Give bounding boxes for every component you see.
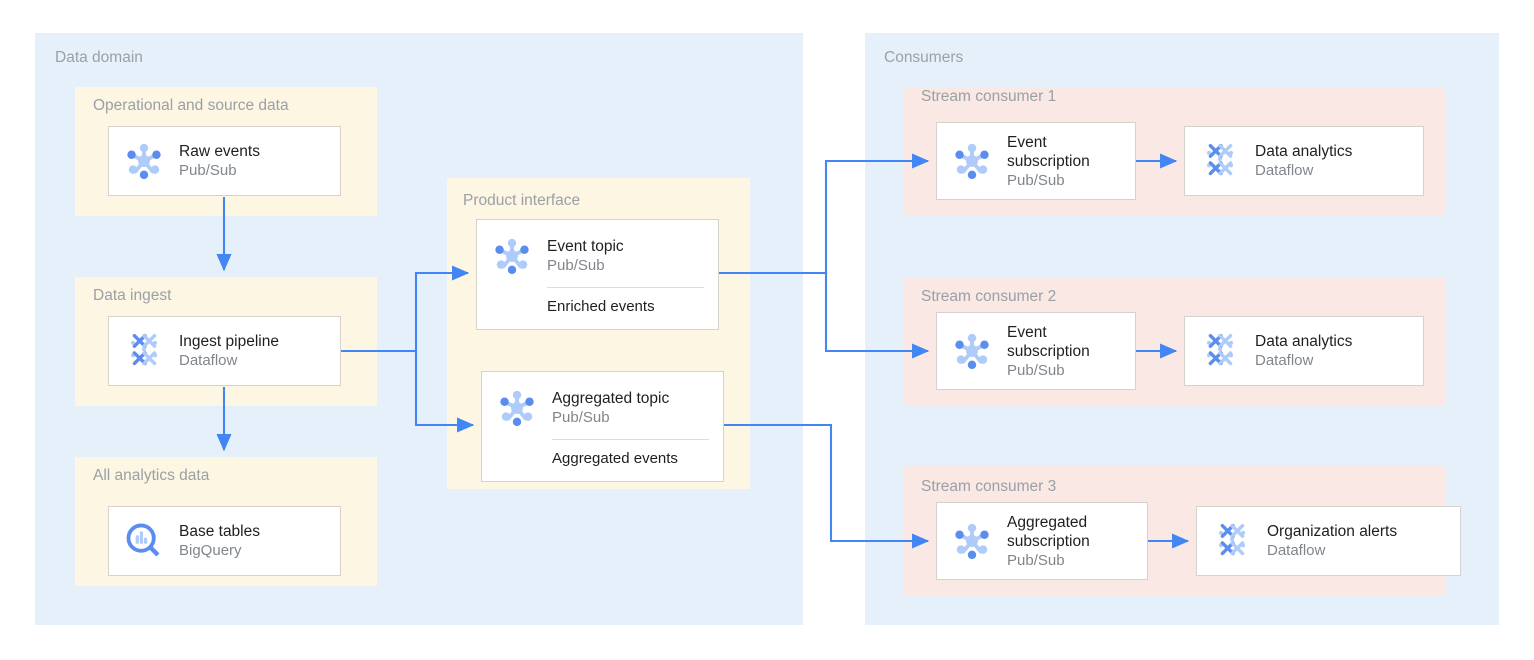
card-title: Raw events <box>179 143 260 160</box>
card-raw-events[interactable]: Raw events Pub/Sub <box>108 126 341 196</box>
card-aggregated-topic-main: Aggregated topic Pub/Sub <box>482 385 723 431</box>
card-divider <box>552 439 709 440</box>
card-aggregated-subscription-main: Aggregated subscription Pub/Sub <box>937 513 1147 570</box>
card-data-analytics-2[interactable]: Data analytics Dataflow <box>1184 316 1424 386</box>
card-event-topic[interactable]: Event topic Pub/Sub Enriched events <box>476 219 719 330</box>
card-title: Event topic <box>547 238 624 255</box>
card-event-subscription-1-main: Event subscription Pub/Sub <box>937 133 1135 190</box>
card-organization-alerts-main: Organization alerts Dataflow <box>1197 518 1460 564</box>
card-subtitle: Pub/Sub <box>179 162 237 179</box>
card-title: Ingest pipeline <box>179 333 279 350</box>
card-title: Aggregated subscription <box>1007 513 1090 550</box>
card-base-tables-text: Base tables BigQuery <box>179 522 260 560</box>
group-product-interface-label: Product interface <box>463 192 581 209</box>
card-subtitle: Dataflow <box>1267 542 1326 559</box>
panel-consumers-label: Consumers <box>884 49 964 66</box>
card-event-subscription-1-text: Event subscription Pub/Sub <box>1007 133 1090 190</box>
group-all-analytics-data-label: All analytics data <box>93 467 210 484</box>
card-title: Base tables <box>179 523 260 540</box>
card-title: Event subscription <box>1007 133 1090 170</box>
card-subtitle: BigQuery <box>179 542 242 559</box>
dataflow-icon <box>130 333 158 366</box>
card-raw-events-main: Raw events Pub/Sub <box>109 138 340 184</box>
panel-data-domain-label: Data domain <box>55 49 143 66</box>
card-event-topic-footer: Enriched events <box>547 298 655 315</box>
dataflow-icon <box>1218 523 1246 556</box>
card-ingest-pipeline-text: Ingest pipeline Dataflow <box>179 332 279 370</box>
card-ingest-pipeline-main: Ingest pipeline Dataflow <box>109 328 340 374</box>
group-data-ingest-label: Data ingest <box>93 287 172 304</box>
card-base-tables[interactable]: Base tables BigQuery <box>108 506 341 576</box>
card-organization-alerts[interactable]: Organization alerts Dataflow <box>1196 506 1461 576</box>
card-event-subscription-2-text: Event subscription Pub/Sub <box>1007 323 1090 380</box>
pubsub-icon <box>955 143 989 180</box>
pubsub-icon <box>495 238 529 275</box>
pubsub-icon <box>955 523 989 560</box>
card-title: Data analytics <box>1255 143 1353 160</box>
pubsub-icon <box>127 143 161 180</box>
card-subtitle: Pub/Sub <box>1007 361 1065 379</box>
card-ingest-pipeline[interactable]: Ingest pipeline Dataflow <box>108 316 341 386</box>
card-data-analytics-1-main: Data analytics Dataflow <box>1185 138 1423 184</box>
card-aggregated-subscription-text: Aggregated subscription Pub/Sub <box>1007 513 1090 570</box>
card-title: Aggregated topic <box>552 390 670 407</box>
card-title: Organization alerts <box>1267 523 1398 540</box>
dataflow-icon <box>1206 143 1234 176</box>
card-event-subscription-2-main: Event subscription Pub/Sub <box>937 323 1135 380</box>
card-subtitle: Dataflow <box>179 352 238 369</box>
card-subtitle: Pub/Sub <box>1007 551 1065 569</box>
bigquery-icon <box>126 523 160 557</box>
card-title: Data analytics <box>1255 333 1353 350</box>
card-data-analytics-1[interactable]: Data analytics Dataflow <box>1184 126 1424 196</box>
group-stream-consumer-2-label: Stream consumer 2 <box>921 288 1057 305</box>
pubsub-icon <box>955 333 989 370</box>
card-subtitle: Pub/Sub <box>552 409 610 426</box>
card-divider <box>547 287 704 288</box>
card-aggregated-topic-footer: Aggregated events <box>552 450 678 467</box>
card-aggregated-topic[interactable]: Aggregated topic Pub/Sub Aggregated even… <box>481 371 724 482</box>
card-data-analytics-2-text: Data analytics Dataflow <box>1255 332 1352 370</box>
group-stream-consumer-3-label: Stream consumer 3 <box>921 478 1057 495</box>
group-operational-source-data-label: Operational and source data <box>93 97 289 114</box>
card-subtitle: Dataflow <box>1255 352 1314 369</box>
card-event-subscription-1[interactable]: Event subscription Pub/Sub <box>936 122 1136 200</box>
group-stream-consumer-1-label: Stream consumer 1 <box>921 88 1057 105</box>
card-organization-alerts-text: Organization alerts Dataflow <box>1267 522 1397 560</box>
card-subtitle: Pub/Sub <box>1007 171 1065 189</box>
card-data-analytics-2-main: Data analytics Dataflow <box>1185 328 1423 374</box>
card-base-tables-main: Base tables BigQuery <box>109 518 340 564</box>
card-data-analytics-1-text: Data analytics Dataflow <box>1255 142 1352 180</box>
card-raw-events-text: Raw events Pub/Sub <box>179 142 260 180</box>
dataflow-icon <box>1206 333 1234 366</box>
card-aggregated-subscription[interactable]: Aggregated subscription Pub/Sub <box>936 502 1148 580</box>
card-event-subscription-2[interactable]: Event subscription Pub/Sub <box>936 312 1136 390</box>
card-aggregated-topic-text: Aggregated topic Pub/Sub <box>552 389 669 427</box>
card-subtitle: Pub/Sub <box>547 257 605 274</box>
card-event-topic-main: Event topic Pub/Sub <box>477 233 718 279</box>
card-event-topic-text: Event topic Pub/Sub <box>547 237 624 275</box>
card-title: Event subscription <box>1007 323 1090 360</box>
pubsub-icon <box>500 390 534 427</box>
card-subtitle: Dataflow <box>1255 162 1314 179</box>
